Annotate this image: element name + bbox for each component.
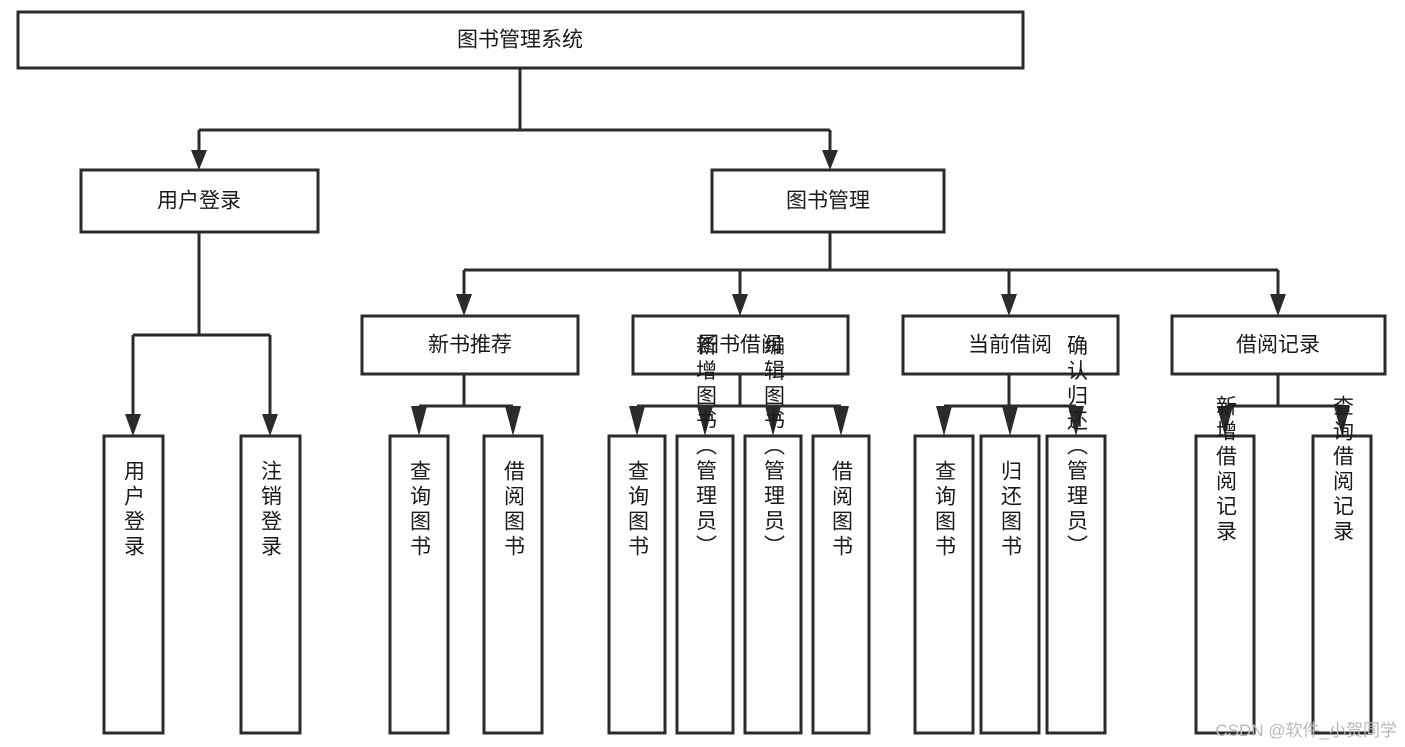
node-borrow-record-box[interactable]: [1170, 314, 1387, 376]
arrow-borrow-record-c0-icon: [1217, 406, 1233, 436]
node-borrow-record-label: 借阅记录: [1236, 334, 1320, 357]
node-current-borrow-label: 当前借阅: [968, 334, 1052, 357]
leaf-new-book-0[interactable]: 查询图书: [388, 434, 450, 735]
leaf-current-borrow-1[interactable]: 归还图书: [979, 434, 1041, 735]
leaf-current-borrow-1-box[interactable]: [979, 434, 1041, 735]
leaf-user-login-1-label: 注销登录: [259, 460, 283, 560]
node-book-management-label: 图书管理: [786, 190, 870, 213]
node-user-login[interactable]: 用户登录: [79, 168, 320, 234]
node-user-login-label: 用户登录: [157, 190, 241, 213]
arrow-user-login-c0-icon: [125, 414, 141, 436]
node-root-system[interactable]: 图书管理系统: [16, 10, 1025, 70]
arrow-book-borrow-c0-icon: [629, 406, 645, 436]
leaf-book-borrow-3[interactable]: 借阅图书: [811, 434, 871, 735]
leaf-user-login-1[interactable]: 注销登录: [239, 434, 302, 735]
node-book-borrow-label: 图书借阅: [698, 334, 782, 357]
arrow-root-to-user-login-icon: [191, 150, 207, 170]
csdn-watermark: CSDN @软件_小贺同学: [1215, 721, 1397, 740]
leaf-user-login-0-label: 用户登录: [122, 460, 146, 560]
node-root-system-box[interactable]: [16, 10, 1025, 70]
connectors: [125, 68, 1350, 436]
arrow-book-borrow-c3-icon: [833, 406, 849, 436]
leaf-user-login-1-box[interactable]: [239, 434, 302, 735]
arrow-new-book-c1-icon: [505, 406, 521, 436]
leaf-current-borrow-1-label: 归还图书: [999, 460, 1023, 560]
node-book-management-box[interactable]: [710, 168, 946, 234]
leaf-book-borrow-0-box[interactable]: [607, 434, 667, 735]
leaf-borrow-record-0[interactable]: 新增借阅记录: [1194, 395, 1256, 735]
leaf-current-borrow-2-box[interactable]: [1045, 434, 1107, 735]
leaf-borrow-record-1[interactable]: 查询借阅记录: [1311, 395, 1373, 735]
node-new-book-recommend-label: 新书推荐: [428, 334, 512, 357]
arrow-book-mgmt-c2-icon: [1001, 294, 1017, 316]
leaf-book-borrow-2-box[interactable]: [743, 434, 803, 735]
node-current-borrow-box[interactable]: [901, 314, 1120, 376]
arrow-current-borrow-c1-icon: [1002, 406, 1018, 436]
node-user-login-box[interactable]: [79, 168, 320, 234]
leaf-book-borrow-3-box[interactable]: [811, 434, 871, 735]
leaf-book-borrow-2[interactable]: 编辑图书（管理员）: [743, 335, 803, 735]
leaf-borrow-record-0-label: 新增借阅记录: [1214, 395, 1238, 545]
node-root-system-label: 图书管理系统: [457, 29, 583, 52]
leaf-borrow-record-1-label: 查询借阅记录: [1331, 395, 1355, 545]
leaf-current-borrow-0-label: 查询图书: [933, 460, 957, 560]
leaf-book-borrow-0-label: 查询图书: [626, 460, 650, 560]
arrow-book-borrow-c2-icon: [765, 406, 781, 436]
leaf-user-login-0[interactable]: 用户登录: [102, 434, 165, 735]
arrow-current-borrow-c0-icon: [936, 406, 952, 436]
leaf-book-borrow-1-label: 新增图书（管理员）: [694, 335, 718, 560]
leaf-user-login-0-box[interactable]: [102, 434, 165, 735]
leaf-borrow-record-1-box[interactable]: [1311, 434, 1373, 735]
node-new-book-recommend-box[interactable]: [360, 314, 580, 376]
node-book-borrow-box[interactable]: [631, 314, 850, 376]
leaf-book-borrow-2-label: 编辑图书（管理员）: [762, 335, 786, 560]
arrow-book-mgmt-c0-icon: [456, 294, 472, 316]
arrow-root-to-book-mgmt-icon: [822, 150, 838, 170]
leaf-current-borrow-2-label: 确认归还（管理员）: [1065, 335, 1089, 560]
node-book-management[interactable]: 图书管理: [710, 168, 946, 234]
arrow-book-borrow-c1-icon: [697, 406, 713, 436]
arrow-new-book-c0-icon: [411, 406, 427, 436]
leaf-current-borrow-2[interactable]: 确认归还（管理员）: [1045, 335, 1107, 735]
node-borrow-record[interactable]: 借阅记录: [1170, 314, 1387, 376]
leaf-new-book-0-box[interactable]: [388, 434, 450, 735]
leaf-current-borrow-0[interactable]: 查询图书: [913, 434, 975, 735]
leaf-new-book-1[interactable]: 借阅图书: [482, 434, 544, 735]
arrow-user-login-c1-icon: [262, 414, 278, 436]
arrow-current-borrow-c2-icon: [1068, 406, 1084, 436]
arrow-book-mgmt-c1-icon: [732, 294, 748, 316]
leaf-new-book-0-label: 查询图书: [408, 460, 432, 560]
leaf-book-borrow-1-box[interactable]: [675, 434, 735, 735]
leaf-new-book-1-box[interactable]: [482, 434, 544, 735]
leaf-book-borrow-3-label: 借阅图书: [830, 460, 854, 560]
node-book-borrow[interactable]: 图书借阅: [631, 314, 850, 376]
node-new-book-recommend[interactable]: 新书推荐: [360, 314, 580, 376]
leaf-new-book-1-label: 借阅图书: [502, 460, 526, 560]
node-current-borrow[interactable]: 当前借阅: [901, 314, 1120, 376]
leaf-borrow-record-0-box[interactable]: [1194, 434, 1256, 735]
arrow-borrow-record-c1-icon: [1334, 406, 1350, 436]
leaf-book-borrow-1[interactable]: 新增图书（管理员）: [675, 335, 735, 735]
leaf-book-borrow-0[interactable]: 查询图书: [607, 434, 667, 735]
leaf-current-borrow-0-box[interactable]: [913, 434, 975, 735]
arrow-book-mgmt-c3-icon: [1270, 294, 1286, 316]
